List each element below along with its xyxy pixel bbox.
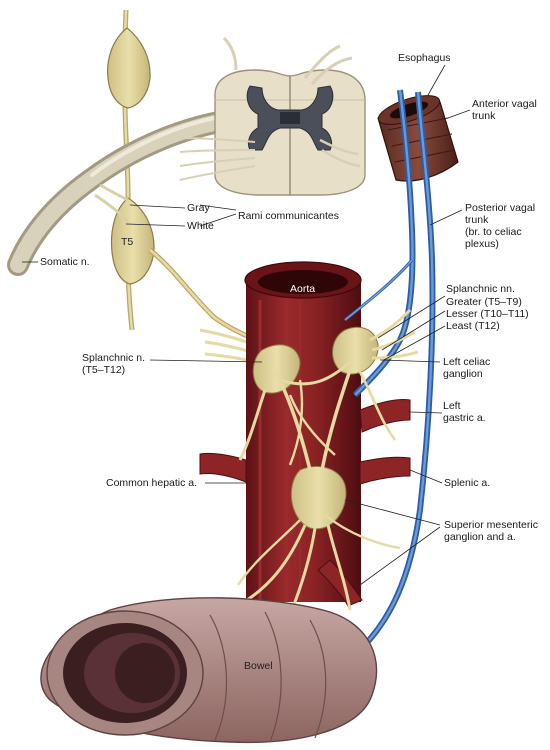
label-esophagus: Esophagus bbox=[398, 52, 451, 64]
celiac-plexus bbox=[229, 308, 419, 616]
label-splanchnic-nerve-line2: (T5–T12) bbox=[82, 364, 126, 376]
label-anterior-vagal-trunk-line1: Anterior vagal bbox=[472, 98, 537, 110]
label-posterior-vagal-trunk-line1: Posterior vagal bbox=[465, 202, 536, 214]
label-posterior-vagal-trunk-line3: (br. to celiac bbox=[465, 226, 522, 238]
label-posterior-vagal-trunk-line4: plexus) bbox=[465, 238, 499, 250]
label-splenic-artery: Splenic a. bbox=[444, 477, 491, 489]
label-splanchnic-nerve-line1: Splanchnic n. bbox=[82, 352, 146, 364]
label-gray-ramus: Gray bbox=[187, 202, 210, 214]
label-left-celiac-ganglion-line1: Left celiac bbox=[443, 356, 491, 368]
sympathetic-trunk bbox=[107, 9, 155, 331]
label-t5-ganglion: T5 bbox=[121, 236, 134, 248]
label-least-splanchnic: Least (T12) bbox=[446, 320, 500, 332]
somatic-nerve bbox=[7, 109, 241, 276]
esophagus-segment bbox=[377, 95, 459, 182]
label-left-celiac-ganglion-line2: ganglion bbox=[443, 368, 483, 380]
spinal-cord-section bbox=[179, 36, 366, 196]
aorta bbox=[199, 261, 411, 607]
label-somatic-nerve: Somatic n. bbox=[40, 256, 90, 268]
vagal-trunks bbox=[344, 89, 436, 653]
label-white-ramus: White bbox=[187, 220, 214, 232]
label-left-gastric-artery-line2: gastric a. bbox=[443, 412, 486, 424]
label-bowel: Bowel bbox=[244, 660, 273, 672]
label-aorta: Aorta bbox=[290, 283, 316, 295]
label-anterior-vagal-trunk-line2: trunk bbox=[472, 110, 496, 122]
label-superior-mesenteric-line2: ganglion and a. bbox=[444, 531, 516, 543]
label-greater-splanchnic: Greater (T5–T9) bbox=[446, 296, 522, 308]
label-superior-mesenteric-line1: Superior mesenteric bbox=[444, 519, 538, 531]
label-lesser-splanchnic: Lesser (T10–T11) bbox=[446, 308, 529, 320]
label-rami-communicantes: Rami communicantes bbox=[238, 210, 339, 222]
leader-lines bbox=[22, 64, 471, 586]
rami-communicantes bbox=[94, 183, 130, 223]
label-common-hepatic-artery: Common hepatic a. bbox=[106, 477, 198, 489]
label-posterior-vagal-trunk-line2: trunk bbox=[465, 214, 489, 226]
label-left-gastric-artery-line1: Left bbox=[443, 400, 461, 412]
bowel-segment bbox=[40, 597, 378, 744]
label-splanchnic-nerves: Splanchnic nn. bbox=[446, 283, 515, 295]
